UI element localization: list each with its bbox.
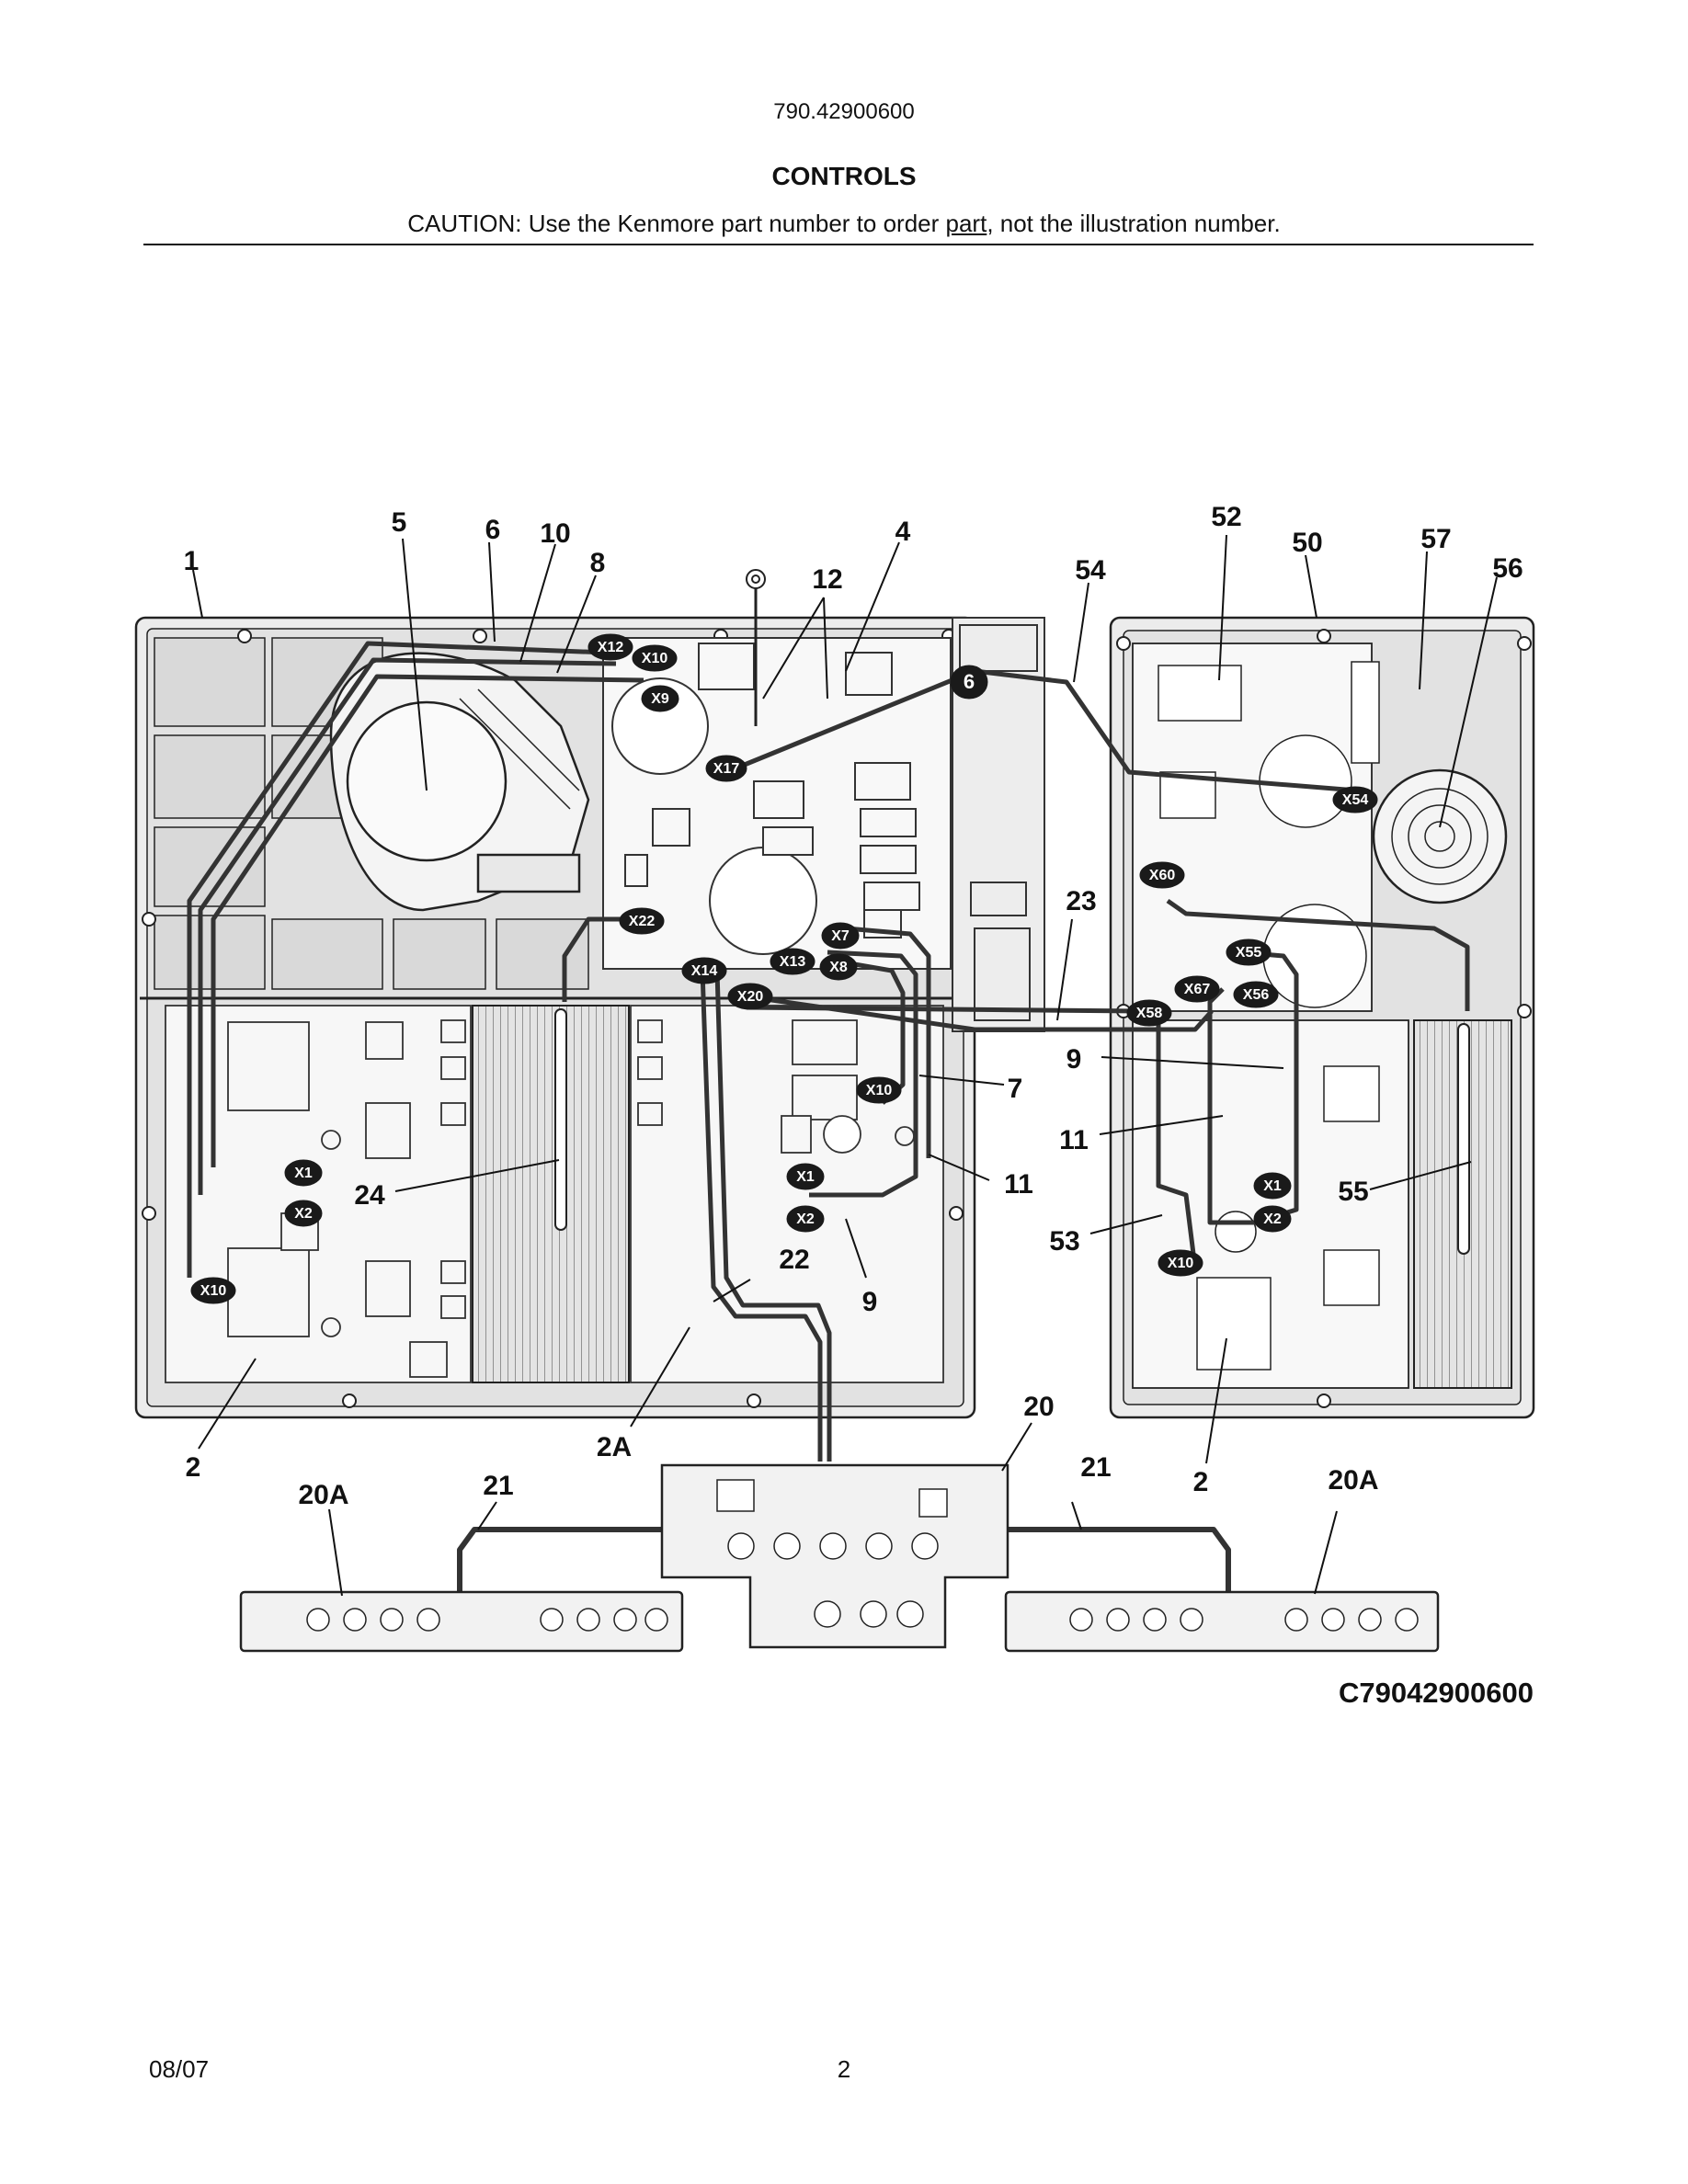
- callout-11-right: 11: [1059, 1125, 1089, 1155]
- callout-23: 23: [1066, 886, 1096, 916]
- connector-badges: [190, 633, 1378, 1304]
- connector-x55: X55: [1236, 945, 1262, 961]
- caution-underlined-word: part: [945, 210, 987, 237]
- connector-x1-right: X1: [1263, 1178, 1282, 1194]
- callout-20: 20: [1023, 1392, 1054, 1422]
- heat-sink: [472, 1005, 630, 1383]
- caution-note: CAUTION: Use the Kenmore part number to …: [0, 210, 1688, 238]
- callout-4: 4: [895, 517, 911, 547]
- connector-x58: X58: [1136, 1006, 1163, 1021]
- connector-x8: X8: [829, 960, 848, 975]
- connector-x7: X7: [831, 928, 850, 944]
- connector-x22: X22: [629, 914, 656, 929]
- touch-panel-left: [239, 1590, 684, 1653]
- callout-21-left: 21: [483, 1471, 513, 1501]
- figure-code: C79042900600: [1338, 1677, 1534, 1709]
- callout-53: 53: [1049, 1226, 1079, 1257]
- callout-5: 5: [392, 507, 407, 538]
- leader-lines: [192, 534, 1498, 1597]
- footer-date: 08/07: [149, 2055, 210, 2083]
- callout-9-right: 9: [1066, 1044, 1082, 1075]
- callout-21-right: 21: [1080, 1452, 1111, 1483]
- callout-numbers: 1 5 6 10 8 12 4 54 52 50 57 56 23 24 22 …: [184, 502, 1523, 1510]
- connector-x10-left: X10: [200, 1283, 227, 1299]
- callout-12: 12: [812, 564, 842, 595]
- connector-x67: X67: [1184, 982, 1211, 997]
- connector-x2-right: X2: [1263, 1211, 1282, 1227]
- callout-55: 55: [1338, 1177, 1368, 1207]
- connector-x20: X20: [737, 989, 764, 1005]
- connector-x17: X17: [713, 761, 740, 777]
- connector-labels: X12 X10 X9 X17 6 X22 X14 X13 X8 X7 X20 X…: [200, 640, 1369, 1299]
- callout-52: 52: [1211, 502, 1241, 532]
- connector-x10-right-board: X10: [866, 1083, 893, 1098]
- connector-x2-center: X2: [796, 1211, 815, 1227]
- connector-x9: X9: [651, 691, 669, 707]
- callout-8: 8: [590, 548, 606, 578]
- caution-text-start: CAUTION: Use the Kenmore part number to …: [407, 210, 946, 237]
- callout-11-left: 11: [1004, 1169, 1033, 1200]
- power-board-left: [165, 1005, 472, 1383]
- callout-50: 50: [1292, 528, 1322, 558]
- callout-10: 10: [540, 518, 570, 549]
- callout-9-left: 9: [862, 1287, 878, 1317]
- callout-20a-left: 20A: [298, 1480, 348, 1510]
- connector-x13: X13: [780, 954, 806, 970]
- right-blower: [1372, 768, 1508, 904]
- connector-x10-right: X10: [1168, 1256, 1194, 1271]
- connector-x14: X14: [691, 963, 718, 979]
- callout-6: 6: [485, 515, 501, 545]
- user-interface-board: [660, 1463, 1009, 1649]
- callout-57: 57: [1420, 524, 1451, 554]
- connector-x10: X10: [642, 651, 668, 666]
- connector-6: 6: [964, 670, 975, 693]
- section-title: CONTROLS: [771, 162, 917, 190]
- header-rule: [143, 244, 1534, 245]
- connector-x1-center: X1: [796, 1169, 815, 1185]
- right-control-housing: [1109, 616, 1535, 1419]
- callout-56: 56: [1492, 553, 1523, 584]
- callout-2a: 2A: [597, 1432, 632, 1462]
- page-number: 2: [837, 2055, 851, 2083]
- callout-24: 24: [354, 1180, 385, 1211]
- callout-1: 1: [184, 546, 200, 576]
- caution-text-end: , not the illustration number.: [987, 210, 1281, 237]
- connector-x1-left: X1: [294, 1166, 313, 1181]
- connector-x12: X12: [598, 640, 624, 655]
- callout-20a-right: 20A: [1328, 1465, 1378, 1496]
- connector-x2-left: X2: [294, 1206, 313, 1222]
- model-number: 790.42900600: [773, 99, 915, 124]
- power-board-right: [630, 1005, 944, 1383]
- connector-x56: X56: [1243, 987, 1270, 1003]
- callout-7: 7: [1008, 1074, 1023, 1104]
- connector-x54: X54: [1342, 792, 1369, 808]
- callout-54: 54: [1075, 555, 1106, 586]
- connector-x60: X60: [1149, 868, 1176, 883]
- controls-exploded-diagram: X12 X10 X9 X17 6 X22 X14 X13 X8 X7 X20 X…: [134, 502, 1535, 1653]
- ground-stud: [746, 569, 766, 726]
- callout-2-left: 2: [186, 1452, 201, 1483]
- touch-panel-right: [1004, 1590, 1440, 1653]
- callout-2-right: 2: [1193, 1467, 1209, 1497]
- callout-22: 22: [779, 1245, 809, 1275]
